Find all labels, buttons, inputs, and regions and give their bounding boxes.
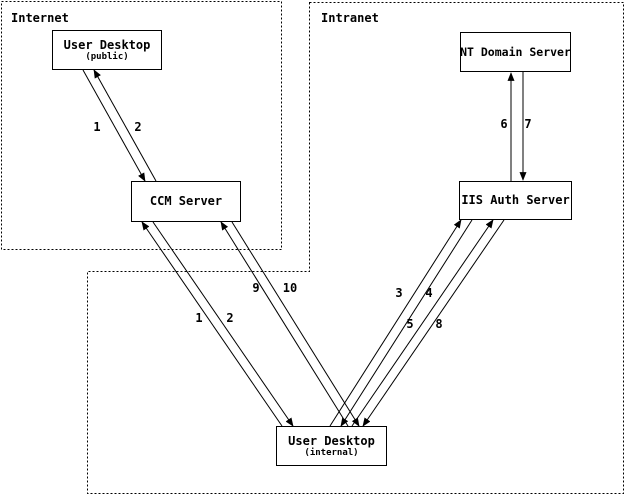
node-title: CCM Server (149, 194, 223, 208)
step-label-2-public: 2 (134, 120, 142, 134)
node-title: User Desktop (288, 433, 375, 448)
step-label-2-internal: 2 (226, 311, 234, 325)
arrow-step1-public (82, 69, 146, 182)
arrow-step10 (231, 221, 360, 427)
arrow-step8 (362, 219, 505, 427)
internet-zone-border (1, 1, 282, 250)
internet-zone-label: Internet (11, 11, 69, 25)
arrow-step1-internal (141, 221, 283, 427)
arrow-step2-internal (152, 221, 294, 427)
node-title: IIS Auth Server (461, 193, 570, 207)
arrow-step5 (351, 219, 494, 427)
node-ccm-server: CCM Server (131, 181, 241, 222)
arrow-step2-public (93, 69, 157, 182)
arrow-step3 (329, 219, 462, 427)
step-label-1-public: 1 (93, 120, 101, 134)
step-label-8: 8 (435, 317, 443, 331)
node-subtitle: (internal) (304, 447, 359, 458)
step-label-5: 5 (406, 317, 414, 331)
node-user-desktop-public: User Desktop (public) (52, 30, 162, 70)
node-nt-domain-server: NT Domain Server (460, 32, 571, 72)
step-label-3: 3 (395, 286, 403, 300)
step-label-10: 10 (282, 281, 298, 295)
node-subtitle: (public) (85, 51, 129, 62)
intranet-zone-label: Intranet (321, 11, 379, 25)
node-iis-auth-server: IIS Auth Server (459, 181, 572, 220)
node-title: User Desktop (63, 37, 151, 52)
step-label-1-internal: 1 (195, 311, 203, 325)
step-label-7: 7 (524, 117, 532, 131)
arrow-step4 (340, 219, 473, 427)
step-label-4: 4 (425, 286, 433, 300)
node-title: NT Domain Server (460, 44, 571, 59)
arrow-step9 (220, 221, 349, 427)
node-user-desktop-internal: User Desktop (internal) (276, 426, 387, 466)
step-label-6: 6 (500, 117, 508, 131)
step-label-9: 9 (252, 281, 260, 295)
intranet-zone-border (87, 2, 624, 494)
